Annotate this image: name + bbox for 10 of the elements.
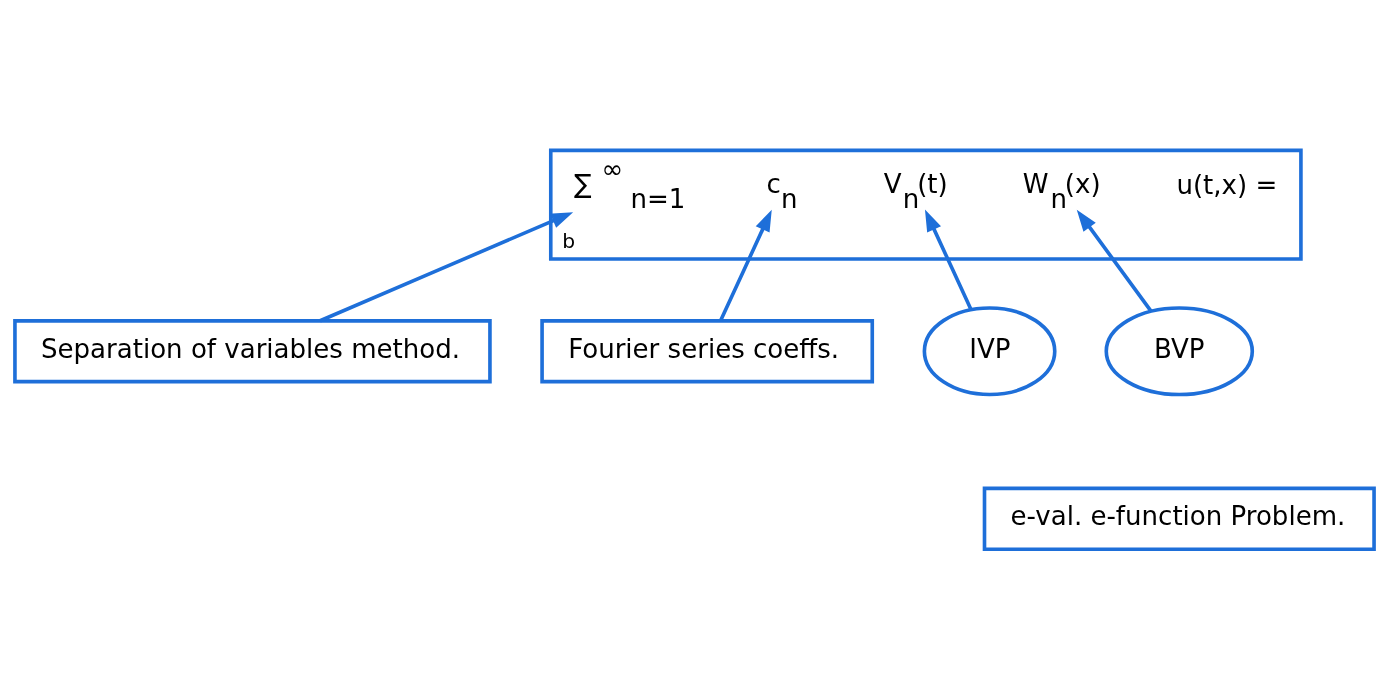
arrow [924,209,973,310]
arrow [718,209,772,321]
arrow [319,211,574,322]
node-box: e-val. e-function Problem. [982,486,1376,551]
arrow [1076,209,1153,312]
node-ellipse: BVP [1104,305,1255,396]
node-text: u(t,x) = [1176,169,1278,200]
node-ellipse: IVP [922,305,1057,396]
node-box: Separation of variables method. [13,318,492,383]
node-box: Fourier series coeffs. [540,318,875,383]
